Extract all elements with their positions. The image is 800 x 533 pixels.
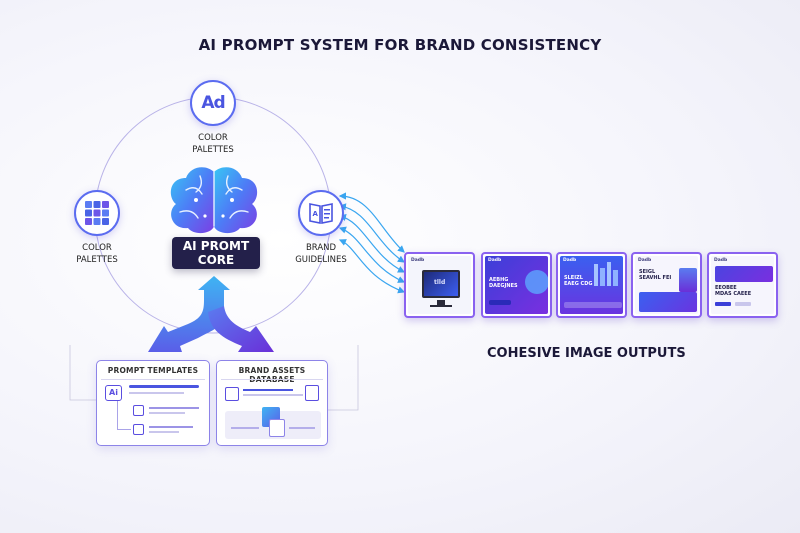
asset-thumb: [269, 419, 285, 437]
template-icon: [133, 405, 144, 416]
monitor-icon: tlld: [422, 270, 460, 298]
node-label-right: BRAND GUIDELINES: [295, 243, 347, 265]
node-label-top: COLOR PALETTES: [192, 133, 234, 155]
template-line: [149, 431, 179, 433]
output-thumbnail-2: Dadb AEBHG DAEGJNES: [481, 252, 552, 318]
asset-line: [243, 394, 303, 396]
template-line: [129, 392, 184, 394]
template-line: [149, 407, 199, 409]
output-connectors: [338, 192, 406, 294]
connector-line: [69, 345, 96, 401]
template-line: [149, 412, 185, 414]
panel-title: PROMPT TEMPLATES: [107, 366, 199, 375]
panel-prompt-templates: PROMPT TEMPLATES Ai: [96, 360, 210, 446]
node-color-palettes-top: Ad: [190, 80, 236, 126]
template-line: [149, 426, 193, 428]
brain-icon: [170, 167, 258, 234]
output-thumbnail-5: Dadb EEOBEE MDAS CAEEE: [707, 252, 778, 318]
connector-line: [327, 345, 359, 411]
typography-icon: Ad: [201, 93, 225, 113]
output-thumbnail-4: Dadb SEIGL SEAVHL FEI: [631, 252, 702, 318]
node-label-left: COLOR PALETTES: [76, 243, 118, 265]
panel-brand-assets-database: BRAND ASSETS DATABASE: [216, 360, 328, 446]
output-thumbnail-1: Dadb tlld: [404, 252, 475, 318]
outputs-label: COHESIVE IMAGE OUTPUTS: [487, 346, 686, 361]
ai-core-label: AI PROMT CORE: [172, 237, 260, 269]
template-line: [129, 385, 199, 388]
split-arrow: [148, 276, 274, 352]
output-thumbnail-3: Dadb SLEIZL EAEG CDG: [556, 252, 627, 318]
page-title: AI PROMPT SYSTEM FOR BRAND CONSISTENCY: [198, 36, 602, 54]
file-icon: [305, 385, 319, 401]
template-icon: [133, 424, 144, 435]
asset-line: [243, 389, 293, 391]
svg-text:A: A: [313, 210, 319, 218]
asset-icon: [225, 387, 239, 401]
palette-grid-icon: [85, 201, 109, 225]
panel-title: BRAND ASSETS DATABASE: [238, 366, 306, 384]
brand-book-icon: A: [309, 203, 333, 224]
node-brand-guidelines: A: [298, 190, 344, 236]
ai-badge-icon: Ai: [105, 385, 122, 401]
node-color-palettes-left: [74, 190, 120, 236]
